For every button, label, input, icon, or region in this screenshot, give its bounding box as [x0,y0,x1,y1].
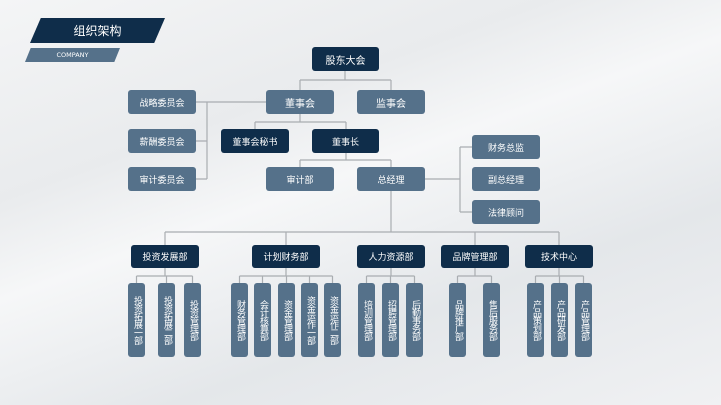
node-cfo[interactable]: 财务总监 [472,135,540,159]
node-shareholders[interactable]: 股东大会 [312,47,379,71]
sub-department-node[interactable]: 财务管理部 [231,283,248,357]
node-audit-committee[interactable]: 审计委员会 [128,167,196,191]
sub-department-node[interactable]: 投资拓展二部 [158,283,175,357]
department-connector [456,268,493,283]
sub-department-node[interactable]: 投资拓展一部 [128,283,145,357]
node-chairman[interactable]: 董事长 [312,129,379,153]
node-legal[interactable]: 法律顾问 [472,200,540,224]
node-gm[interactable]: 总经理 [357,167,425,191]
sub-department-node[interactable]: 培训管理部 [358,283,375,357]
node-strategy[interactable]: 战略委员会 [128,90,196,114]
department-node[interactable]: 计划财务部 [252,245,320,268]
department-connector [534,268,585,283]
page-title: 组织架构 [30,18,165,43]
node-board[interactable]: 董事会 [266,90,334,114]
node-vgm[interactable]: 副总经理 [472,167,540,191]
sub-department-node[interactable]: 投资管理部 [184,283,201,357]
department-connector [238,268,334,283]
sub-department-node[interactable]: 后勤事务部 [406,283,423,357]
sub-department-node[interactable]: 产品研发部 [551,283,568,357]
sub-department-node[interactable]: 资金运作二部 [324,283,341,357]
page-subtitle: COMPANY [25,48,120,62]
node-secretary[interactable]: 董事会秘书 [221,129,289,153]
node-audit-dept[interactable]: 审计部 [266,167,334,191]
sub-department-node[interactable]: 资金运作一部 [301,283,318,357]
department-node[interactable]: 品牌管理部 [441,245,509,268]
sub-department-node[interactable]: 资金管理部 [278,283,295,357]
department-node[interactable]: 投资发展部 [131,245,199,268]
sub-department-node[interactable]: 售后服务部 [483,283,500,357]
department-connector [365,268,416,283]
sub-department-node[interactable]: 品牌推广部 [449,283,466,357]
sub-department-node[interactable]: 产品管理部 [575,283,592,357]
sub-department-node[interactable]: 会计核算部 [254,283,271,357]
department-connector [135,268,194,283]
node-salary[interactable]: 薪酬委员会 [128,129,196,153]
sub-department-node[interactable]: 产品策划部 [527,283,544,357]
sub-department-node[interactable]: 招聘管理部 [382,283,399,357]
department-node[interactable]: 人力资源部 [357,245,425,268]
node-supervisors[interactable]: 监事会 [357,90,425,114]
department-node[interactable]: 技术中心 [525,245,593,268]
